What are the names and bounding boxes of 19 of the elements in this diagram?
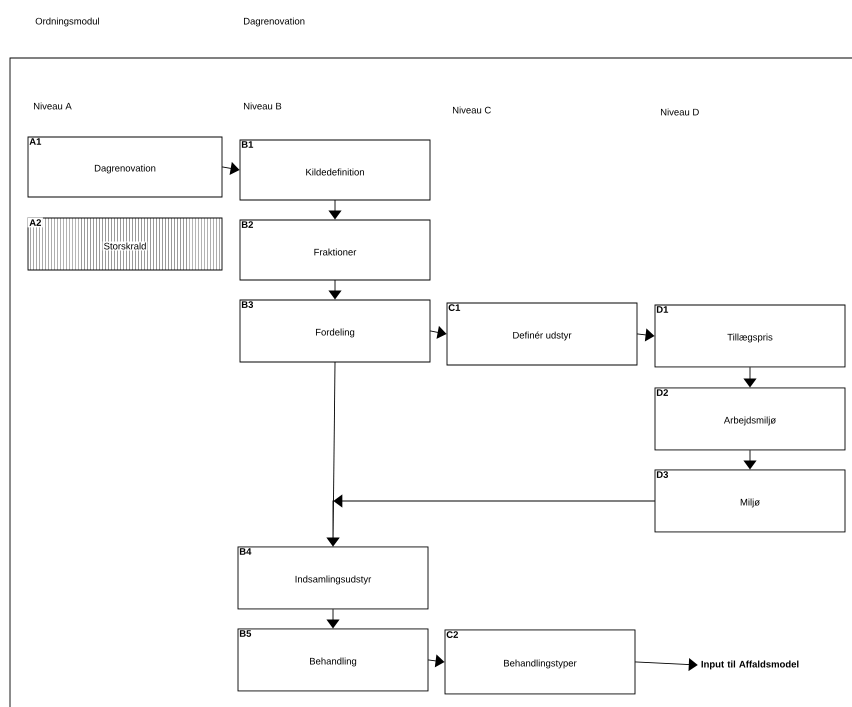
process-box: Dagrenovation A1: [28, 136, 222, 198]
process-box: Arbejdsmiljø D2: [654, 388, 846, 450]
process-box: Behandlingstyper C2: [444, 630, 636, 694]
process-box: Definér udstyr C1: [446, 302, 638, 366]
process-box: Indsamlingsudstyr B4: [238, 546, 428, 610]
heading-text: Niveau A: [34, 102, 72, 110]
process-box: Fordeling B3: [240, 300, 430, 362]
heading-text: Niveau D: [660, 108, 699, 116]
output-text: Input til Affaldsmodel: [702, 660, 798, 670]
process-box: Behandling B5: [238, 628, 428, 692]
process-box: Miljø D3: [654, 470, 846, 532]
heading-text: Dagrenovation: [244, 18, 304, 26]
process-box: Fraktioner B2: [240, 220, 430, 280]
heading-text: Niveau B: [244, 102, 282, 110]
process-box: Tillægspris D1: [654, 304, 846, 368]
heading-text: Ordningsmodul: [36, 18, 99, 26]
process-box: Storskrald A2: [28, 218, 222, 270]
process-box: Kildedefinition B1: [240, 140, 430, 200]
heading-text: Niveau C: [452, 106, 491, 114]
